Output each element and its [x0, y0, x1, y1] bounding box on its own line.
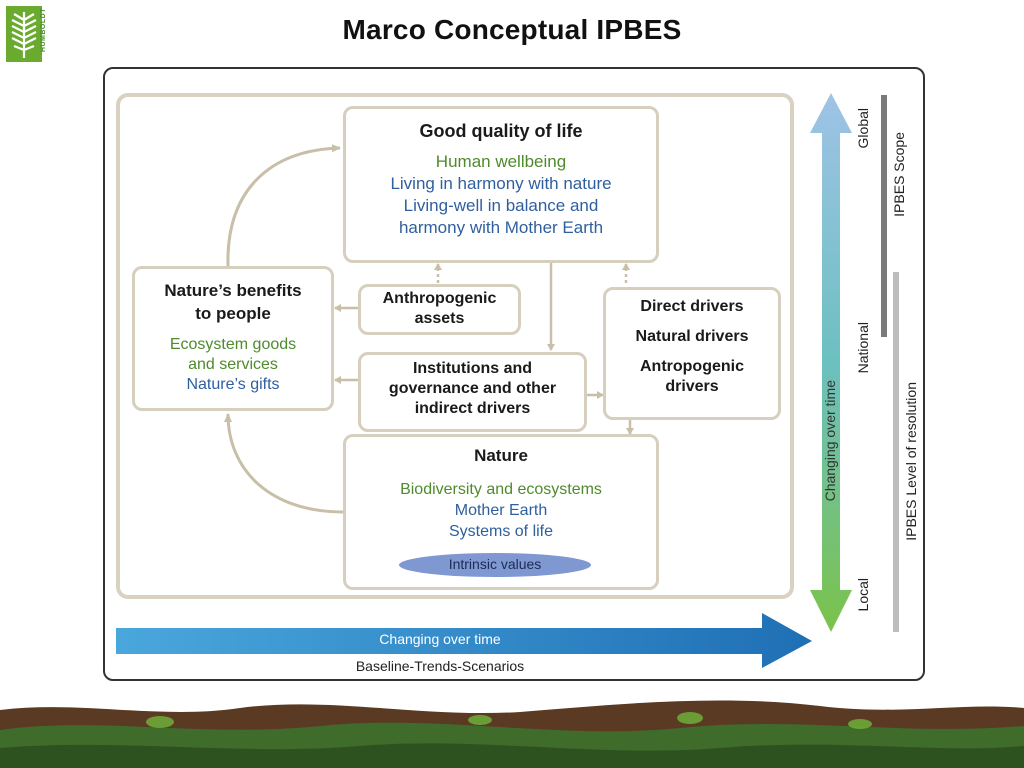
drivers-antropogenic-1: Antropogenic	[640, 358, 744, 375]
assets-heading-2: assets	[414, 310, 465, 327]
page-title: Marco Conceptual IPBES	[342, 14, 682, 45]
box-anthropogenic-assets: Anthropogenic assets	[358, 284, 521, 335]
quality-line-3: Living-well in balance and	[403, 196, 599, 215]
box-nature: Nature Biodiversity and ecosystems Mothe…	[343, 434, 659, 590]
resolution-bar	[893, 272, 899, 632]
scale-global: Global	[855, 108, 871, 149]
quality-heading: Good quality of life	[419, 121, 583, 141]
arrow-nature-to-benefits	[224, 413, 344, 514]
nature-heading: Nature	[474, 446, 528, 465]
horizontal-arrow-label: Changing over time	[379, 631, 501, 647]
drivers-antropogenic-2: drivers	[665, 378, 719, 395]
framework-border	[116, 93, 794, 599]
scope-bar	[881, 95, 887, 337]
benefits-line-2: and services	[188, 356, 278, 373]
box-institutions-governance: Institutions and governance and other in…	[358, 352, 587, 432]
vertical-arrow-label: Changing over time	[822, 380, 838, 502]
intrinsic-values-oval	[399, 553, 591, 577]
benefits-heading-1: Nature’s benefits	[164, 281, 302, 300]
assets-heading-1: Anthropogenic	[382, 290, 497, 307]
institutions-line-1: Institutions and	[412, 360, 533, 377]
ipbes-resolution-label: IPBES Level of resolution	[903, 382, 919, 541]
quality-line-2: Living in harmony with nature	[390, 174, 612, 193]
nature-line-3: Systems of life	[448, 523, 554, 540]
nature-line-2: Mother Earth	[454, 502, 548, 519]
scale-local: Local	[855, 578, 871, 612]
benefits-heading-2: to people	[195, 304, 271, 323]
scale-national: National	[855, 322, 871, 374]
quality-line-1: Human wellbeing	[435, 152, 567, 171]
humboldt-logo	[6, 6, 42, 62]
benefits-line-1: Ecosystem goods	[169, 336, 297, 353]
horizontal-arrow-caption: Baseline-Trends-Scenarios	[355, 658, 525, 674]
institutions-line-3: indirect drivers	[414, 400, 531, 417]
box-natures-benefits: Nature’s benefits to people Ecosystem go…	[132, 266, 334, 411]
box-good-quality-of-life: Good quality of life Human wellbeing Liv…	[343, 106, 659, 263]
ipbes-scope-label: IPBES Scope	[891, 132, 907, 217]
arrow-benefits-to-quality	[226, 144, 341, 267]
benefits-line-3: Nature’s gifts	[186, 376, 280, 393]
box-drivers: Direct drivers Natural drivers Antropoge…	[603, 287, 781, 420]
drivers-direct: Direct drivers	[640, 298, 744, 315]
intrinsic-values-label: Intrinsic values	[448, 556, 542, 572]
drivers-natural: Natural drivers	[635, 328, 749, 345]
institutions-line-2: governance and other	[388, 380, 557, 397]
vertical-scale-arrow	[810, 93, 852, 632]
nature-line-1: Biodiversity and ecosystems	[400, 481, 602, 498]
quality-line-4: harmony with Mother Earth	[398, 218, 604, 237]
horizontal-time-arrow	[116, 613, 812, 668]
decorative-landscape	[0, 700, 1024, 768]
